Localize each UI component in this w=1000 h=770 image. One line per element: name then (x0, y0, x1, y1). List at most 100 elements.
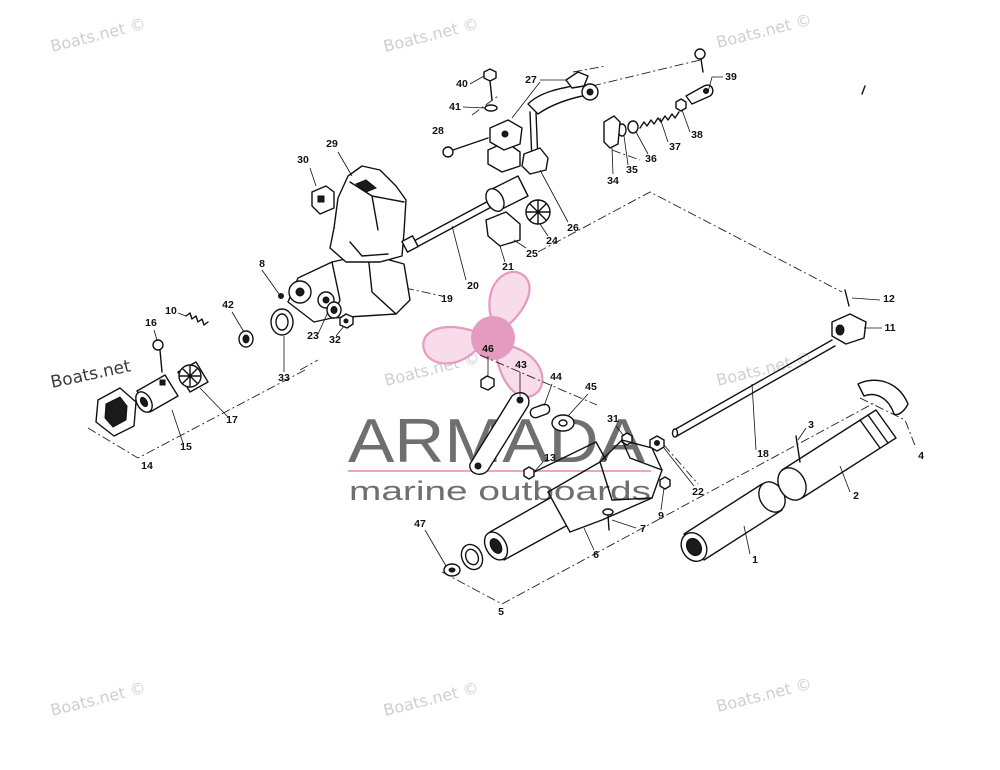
callout-14: 14 (141, 460, 153, 472)
callout-40: 40 (456, 78, 468, 90)
watermark-top-right: Boats.net © (714, 10, 813, 52)
callout-34: 34 (607, 175, 619, 187)
part-14 (95, 387, 137, 437)
watermark-top-center: Boats.net © (381, 14, 480, 56)
callout-12: 12 (883, 293, 895, 305)
callout-3: 3 (808, 419, 814, 431)
propeller-icon (422, 270, 544, 398)
part-15 (135, 374, 179, 413)
part-13 (523, 466, 535, 480)
part-16 (152, 339, 164, 373)
part-44 (529, 403, 551, 419)
callout-21: 21 (502, 261, 514, 273)
callout-18: 18 (757, 448, 769, 460)
part-37 (639, 111, 680, 129)
part-34 (603, 115, 621, 149)
callout-36: 36 (645, 153, 657, 165)
logo-tagline: marine outboards (349, 476, 651, 506)
part-2 (777, 409, 897, 501)
assembly-lines (87, 59, 917, 605)
part-12 (844, 289, 850, 307)
part-41 (484, 104, 498, 112)
part-36 (627, 120, 639, 134)
stray-mark (861, 85, 866, 95)
callout-25: 25 (526, 248, 538, 260)
callout-13: 13 (544, 452, 556, 464)
part-9 (659, 476, 671, 490)
callout-33: 33 (278, 372, 290, 384)
callout-42: 42 (222, 299, 234, 311)
callout-23: 23 (307, 330, 319, 342)
part-22 (649, 435, 665, 452)
callout-37: 37 (669, 141, 681, 153)
callout-17: 17 (226, 414, 238, 426)
watermark-bottom-right: Boats.net © (714, 674, 813, 716)
callout-45: 45 (585, 381, 597, 393)
callout-2: 2 (853, 490, 859, 502)
part-17 (177, 361, 209, 393)
callout-35: 35 (626, 164, 638, 176)
part-45 (551, 414, 575, 432)
part-47 (443, 563, 461, 577)
callout-8: 8 (259, 258, 265, 270)
part-29 (329, 165, 407, 263)
part-3 (795, 435, 801, 463)
watermarks: Boats.net © Boats.net © Boats.net © Boat… (48, 10, 813, 720)
part-1 (680, 481, 786, 563)
callout-29: 29 (326, 138, 338, 150)
callout-15: 15 (180, 441, 192, 453)
callout-7: 7 (640, 523, 646, 535)
part-32 (339, 313, 354, 329)
part-30 (311, 185, 335, 215)
callout-9: 9 (658, 510, 664, 522)
watermark-bottom-left: Boats.net © (48, 678, 147, 720)
callout-5: 5 (498, 606, 504, 618)
part-6 (483, 439, 663, 561)
watermark-top-left: Boats.net © (48, 14, 147, 56)
part-5 (460, 543, 484, 571)
callout-20: 20 (467, 280, 479, 292)
callout-26: 26 (567, 222, 579, 234)
callout-16: 16 (145, 317, 157, 329)
callout-28: 28 (432, 125, 444, 137)
part-28 (442, 137, 489, 158)
callout-47: 47 (414, 518, 426, 530)
part-20 (401, 197, 498, 253)
watermark-middle-right: Boats.net © (714, 348, 813, 390)
part-18 (671, 339, 836, 438)
part-24 (525, 199, 551, 225)
part-38 (675, 98, 687, 112)
callout-31: 31 (607, 413, 619, 425)
callouts: 40 41 27 28 29 30 39 37 38 36 35 34 26 2… (141, 71, 924, 618)
callout-43: 43 (515, 359, 527, 371)
callout-6: 6 (593, 549, 599, 561)
callout-30: 30 (297, 154, 309, 166)
part-7 (602, 508, 614, 531)
watermark-bottom-center: Boats.net © (381, 678, 480, 720)
part-23 (326, 301, 342, 319)
leader-lines (153, 75, 882, 567)
callout-27: 27 (525, 74, 537, 86)
part-46 (480, 375, 495, 391)
callout-39: 39 (725, 71, 737, 83)
part-21-25 (485, 141, 529, 247)
part-4 (857, 379, 909, 416)
part-8 (278, 293, 284, 299)
bracket-block (489, 119, 523, 151)
callout-32: 32 (329, 334, 341, 346)
part-39 (685, 48, 714, 105)
part-43 (469, 392, 530, 475)
part-19 (287, 253, 411, 323)
callout-38: 38 (691, 129, 703, 141)
callout-4: 4 (918, 450, 924, 462)
part-33 (270, 308, 294, 336)
callout-41: 41 (449, 101, 461, 113)
callout-22: 22 (692, 486, 704, 498)
part-27 (527, 71, 599, 115)
callout-11: 11 (884, 322, 895, 334)
callout-24: 24 (546, 235, 558, 247)
callout-1: 1 (752, 554, 758, 566)
part-10 (185, 312, 209, 326)
part-42 (238, 330, 254, 348)
